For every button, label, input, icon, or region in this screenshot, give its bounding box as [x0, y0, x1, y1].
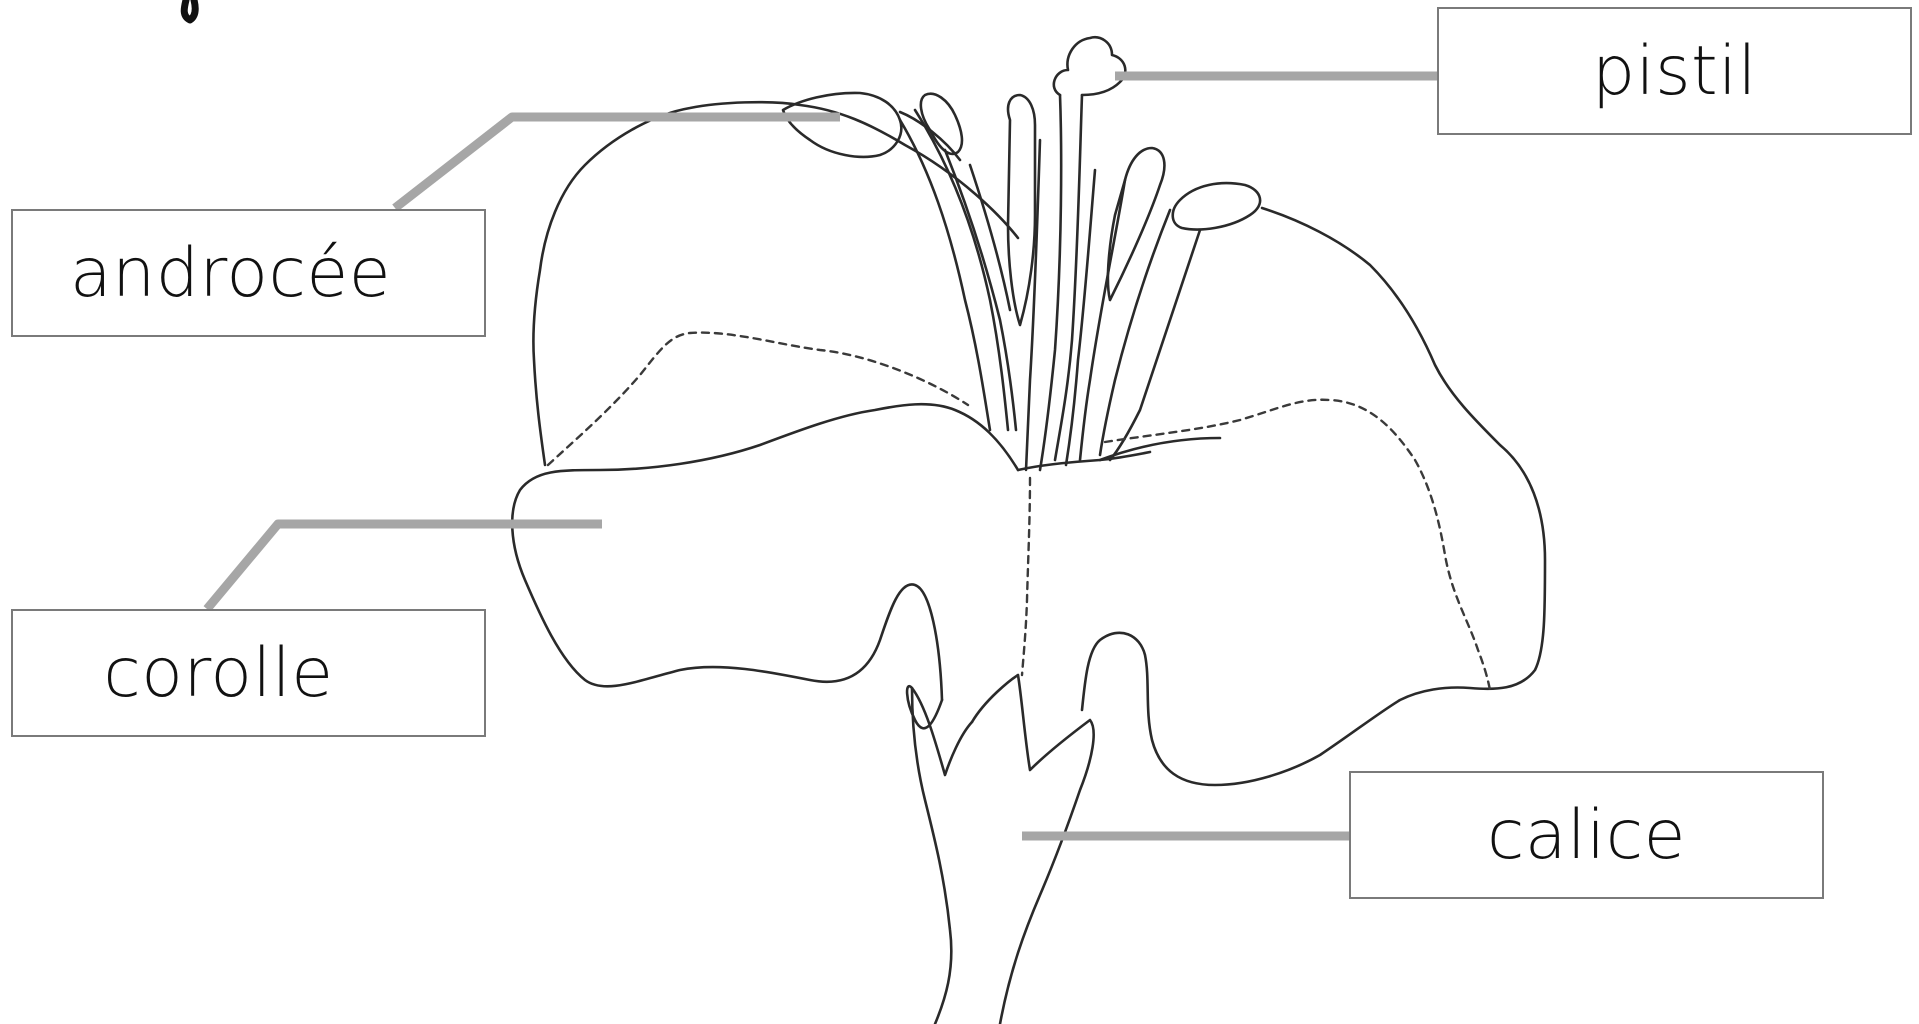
- cropped-glyph-mark: [184, 0, 195, 20]
- petal-top-left-lobe: [783, 93, 901, 157]
- leader-line-corolle: [207, 524, 602, 609]
- label-androcee-text: androcée: [70, 234, 391, 313]
- anther-2: [1008, 95, 1035, 325]
- stamen-6: [1066, 170, 1095, 465]
- label-androcee: androcée: [11, 209, 486, 337]
- calyx-outline: [912, 688, 951, 1024]
- anther-1: [921, 94, 962, 154]
- label-corolle-text: corolle: [103, 634, 333, 713]
- label-pistil-text: pistil: [1592, 32, 1757, 111]
- petal-boundary-center: [1022, 478, 1030, 675]
- pistil-stigma: [1054, 37, 1125, 95]
- sepal-middle: [972, 675, 1094, 1024]
- label-corolle: corolle: [11, 609, 486, 737]
- petal-right-upper: [1082, 208, 1545, 785]
- receptacle: [1018, 452, 1150, 470]
- label-pistil: pistil: [1437, 7, 1912, 135]
- stamen-5: [1026, 140, 1040, 470]
- label-calice: calice: [1349, 771, 1824, 899]
- stamen-7: [1080, 180, 1125, 460]
- petal-left-lower: [512, 404, 1018, 700]
- anther-4: [1173, 183, 1260, 229]
- leader-line-androcee: [395, 117, 840, 208]
- pistil-style: [1040, 95, 1061, 470]
- label-calice-text: calice: [1487, 796, 1686, 875]
